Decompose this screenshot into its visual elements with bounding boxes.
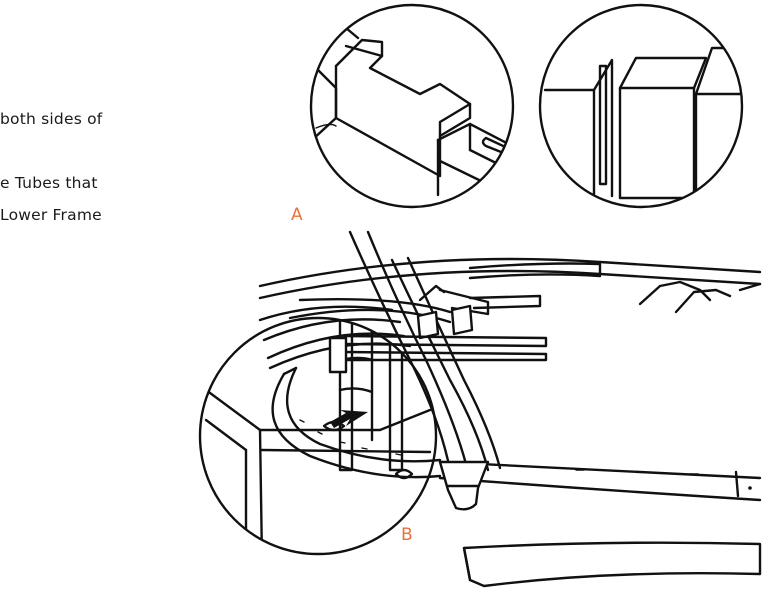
detail-circle-tubes (538, 3, 744, 209)
callout-label-b: B (401, 525, 413, 545)
instruction-line-2: e Tubes that (0, 174, 98, 192)
callout-label-a: A (291, 205, 303, 225)
instruction-line-3: Lower Frame (0, 206, 102, 224)
instruction-line-1: both sides of (0, 110, 103, 128)
main-frame-assembly (258, 230, 762, 588)
arrow-icon (330, 410, 368, 428)
detail-circle-a (309, 3, 515, 209)
detail-circle-b (198, 316, 438, 556)
